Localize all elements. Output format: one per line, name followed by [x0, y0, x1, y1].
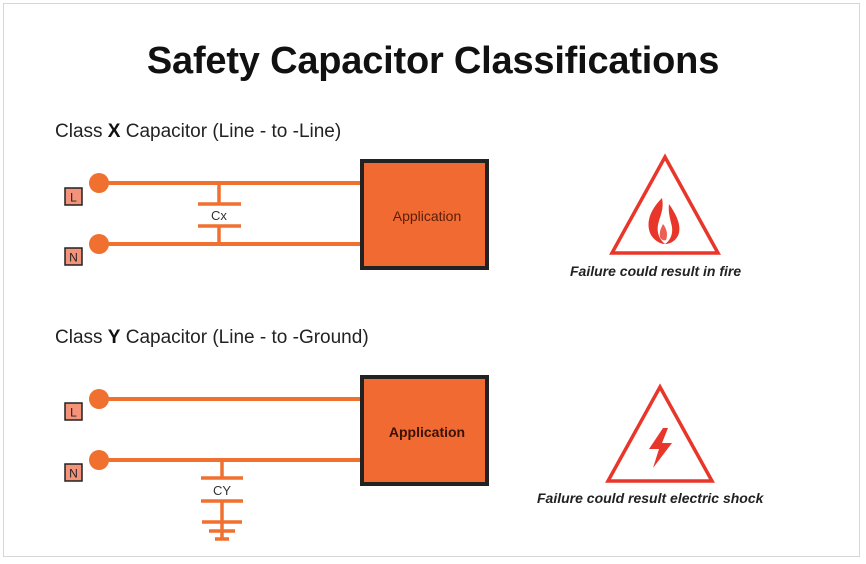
- terminal-l-y: L: [64, 402, 83, 421]
- warning-triangle-y: [605, 383, 715, 483]
- class-y-heading: Class Y Capacitor (Line - to -Ground): [55, 327, 369, 349]
- class-x-circuit: L N Cx Application: [64, 153, 721, 270]
- application-label-y: Application: [389, 424, 465, 440]
- class-y-prefix: Class: [55, 327, 108, 348]
- class-x-prefix: Class: [55, 121, 108, 142]
- shock-warning-sign: [605, 383, 715, 483]
- class-x-suffix: Capacitor (Line - to -Line): [120, 121, 342, 142]
- ground-icon: [202, 520, 242, 541]
- class-x-letter: X: [107, 121, 121, 142]
- shock-warning-caption: Failure could result electric shock: [537, 490, 764, 506]
- class-x-heading: Class X Capacitor (Line - to -Line): [55, 121, 341, 143]
- application-label-x: Application: [393, 208, 462, 224]
- class-y-letter: Y: [107, 327, 121, 348]
- terminal-l-y-label: L: [70, 406, 77, 420]
- application-box-x: Application: [360, 159, 489, 270]
- terminal-n-x: N: [64, 247, 83, 266]
- class-y-circuit: L N CY Application: [64, 375, 715, 541]
- terminal-n-y: N: [64, 463, 83, 482]
- fire-icon: [648, 198, 680, 244]
- capacitor-cy-text: CY: [213, 483, 231, 498]
- page-title: Safety Capacitor Classifications: [146, 40, 720, 82]
- lightning-icon: [649, 428, 672, 468]
- capacitor-cy: [201, 460, 243, 540]
- capacitor-cx: [198, 183, 241, 244]
- terminal-l-x: L: [64, 187, 83, 206]
- capacitor-cy-label: CY: [213, 483, 231, 498]
- fire-warning-caption: Failure could result in fire: [570, 263, 742, 279]
- terminal-n-x-label: N: [69, 251, 78, 265]
- fire-warning-sign: [609, 153, 721, 255]
- application-box-y: Application: [360, 375, 489, 486]
- class-y-suffix: Capacitor (Line - to -Ground): [120, 327, 369, 348]
- terminal-n-y-label: N: [69, 467, 78, 481]
- warning-triangle-x: [609, 153, 721, 255]
- capacitor-cx-label: Cx: [211, 208, 227, 223]
- terminal-l-x-label: L: [70, 191, 77, 205]
